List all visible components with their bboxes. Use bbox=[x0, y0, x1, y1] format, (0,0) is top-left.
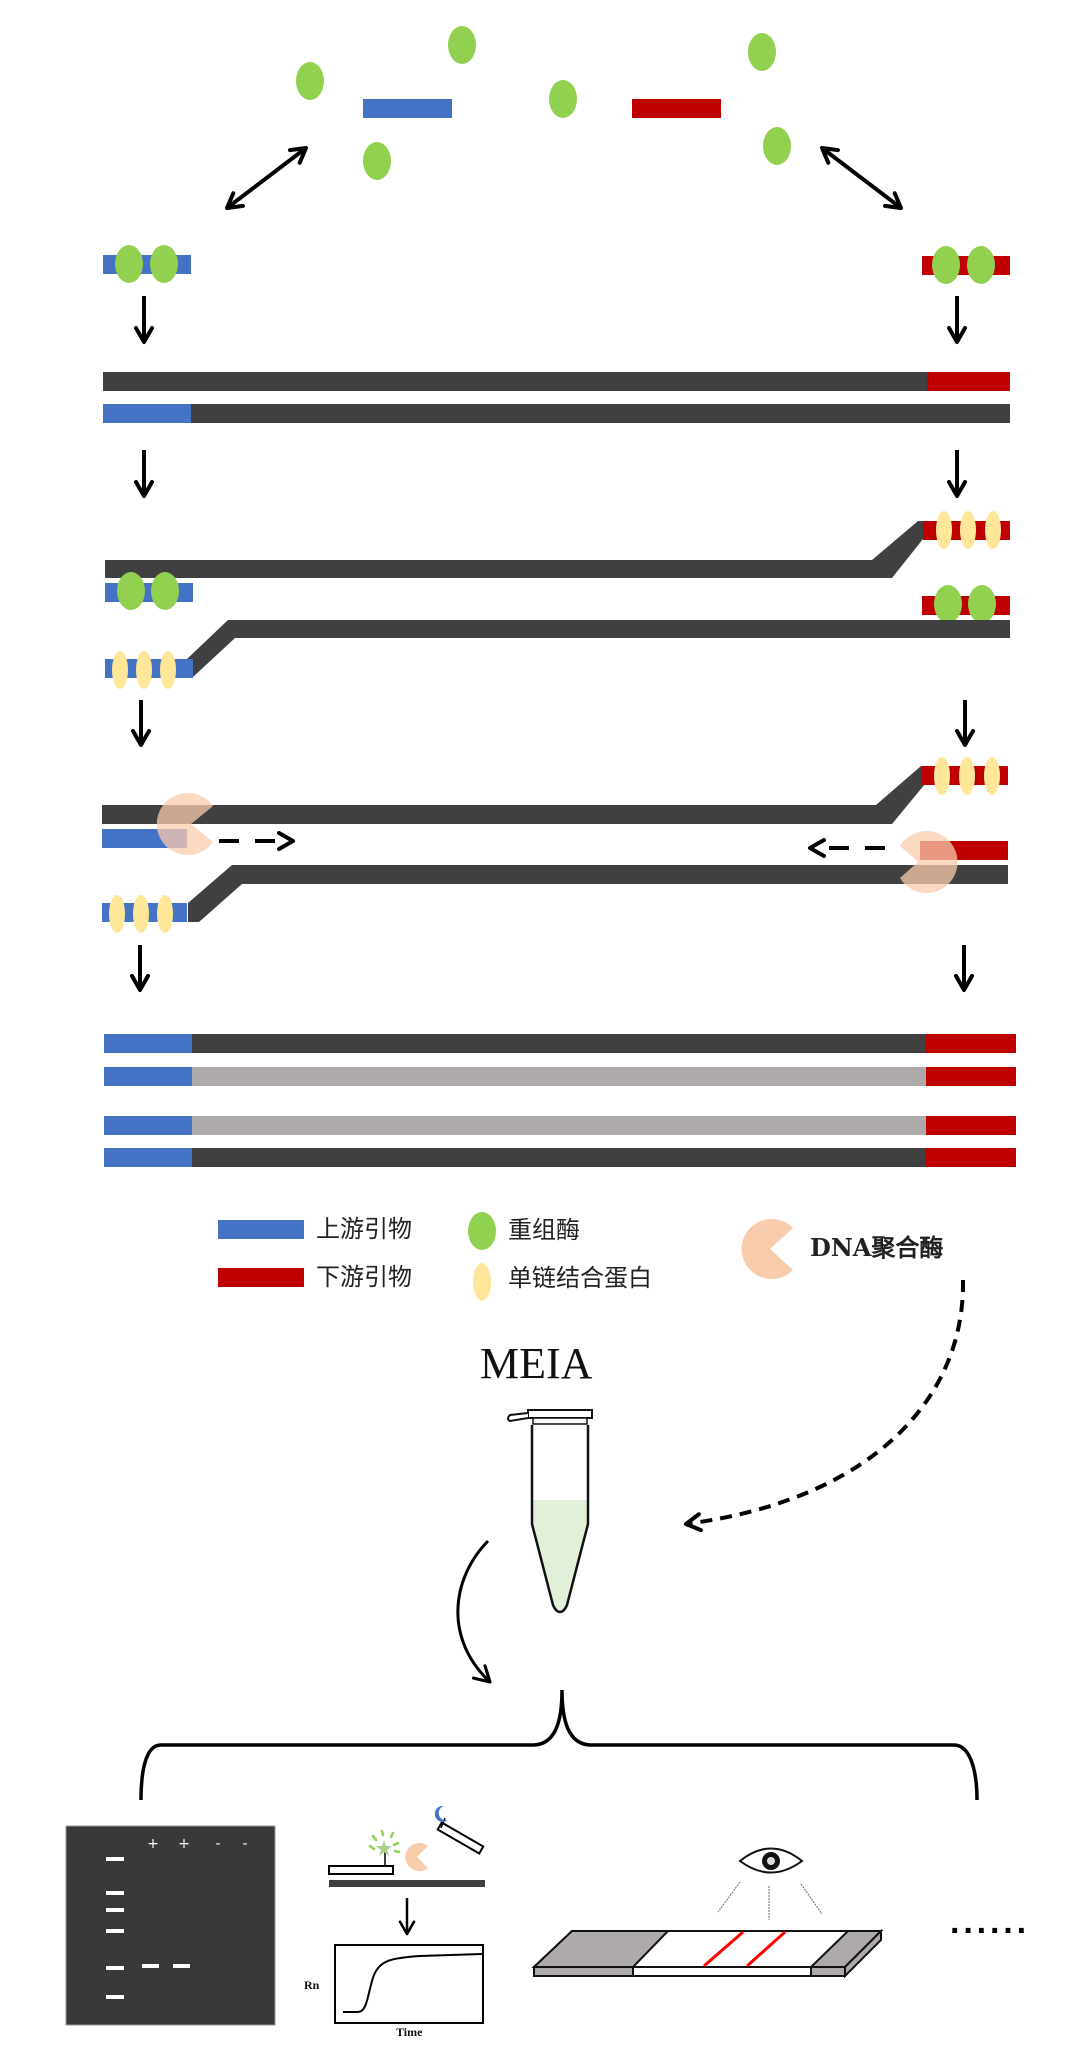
legend-polymerase-label: DNA聚合酶 bbox=[810, 1233, 944, 1262]
sample-band bbox=[142, 1964, 159, 1968]
tube-body bbox=[530, 1425, 590, 1614]
more-methods-ellipsis: ······ bbox=[950, 1912, 1030, 1950]
eye-icon bbox=[738, 1847, 804, 1874]
plot-x-label: Time bbox=[396, 2025, 423, 2039]
lane-label: - bbox=[215, 1836, 220, 1852]
double-arrow-left bbox=[225, 146, 308, 210]
double-arrow-right bbox=[820, 146, 903, 210]
ladder-band bbox=[106, 1929, 124, 1933]
tube-hinge bbox=[507, 1412, 529, 1423]
quencher-moon-icon bbox=[434, 1805, 448, 1822]
template-duplex bbox=[103, 372, 1010, 423]
lane-label: + bbox=[147, 1836, 159, 1852]
fluorophore-star-icon bbox=[376, 1840, 392, 1856]
legend-upstream-swatch bbox=[218, 1220, 304, 1239]
free-downstream-primer bbox=[632, 99, 721, 118]
tube-liquid bbox=[533, 1500, 587, 1611]
gel bbox=[65, 1825, 276, 2026]
downstream-primer-recombinase-complex bbox=[922, 246, 1010, 284]
lateral-flow-strip bbox=[531, 1847, 884, 1979]
template-bar bbox=[329, 1880, 485, 1887]
amplification-curve bbox=[343, 1953, 483, 2013]
free-recombinase bbox=[763, 127, 791, 165]
fluorescence-emission-icon bbox=[368, 1829, 401, 1854]
plot-y-label: Rn bbox=[304, 1978, 320, 1992]
lane-label: + bbox=[178, 1836, 190, 1852]
legend-downstream-swatch bbox=[218, 1268, 304, 1287]
legend bbox=[218, 1212, 793, 1301]
free-upstream-primer bbox=[363, 99, 452, 118]
polymerase-right bbox=[900, 830, 958, 893]
upstream-primer-recombinase-complex bbox=[103, 245, 191, 283]
polymerase-extension bbox=[102, 757, 1008, 933]
sample-band bbox=[173, 1964, 190, 1968]
tube-label: MEIA bbox=[480, 1339, 593, 1388]
free-recombinase bbox=[549, 80, 577, 118]
legend-downstream-primer-label: 下游引物 bbox=[316, 1263, 412, 1291]
ladder-band bbox=[106, 1891, 124, 1895]
free-recombinase bbox=[448, 26, 476, 64]
free-recombinase bbox=[748, 33, 776, 71]
probe-strand bbox=[328, 1865, 394, 1875]
strand-invasion bbox=[105, 511, 1010, 689]
legend-recombinase-label: 重组酶 bbox=[508, 1216, 580, 1244]
tube-cap bbox=[527, 1409, 593, 1419]
gel-electrophoresis: + + - - bbox=[65, 1825, 276, 2026]
free-recombinase bbox=[296, 62, 324, 100]
legend-ssb-icon bbox=[473, 1263, 491, 1301]
legend-upstream-primer-label: 上游引物 bbox=[316, 1215, 412, 1243]
legend-polymerase-icon bbox=[741, 1219, 793, 1280]
polymerase-left bbox=[156, 793, 213, 855]
brace bbox=[139, 1689, 979, 1801]
ladder-band bbox=[106, 1995, 124, 1999]
control-line bbox=[745, 1930, 787, 1968]
reaction-tube bbox=[507, 1409, 593, 1614]
exonuclease-pacman-icon bbox=[405, 1843, 428, 1871]
lane-label: - bbox=[242, 1836, 247, 1852]
fluorescence-detection bbox=[328, 1805, 485, 2024]
legend-recombinase-icon bbox=[468, 1212, 496, 1250]
amplification-plot bbox=[334, 1944, 484, 2024]
cleaved-quencher-fragment bbox=[436, 1821, 485, 1855]
test-line bbox=[703, 1930, 744, 1968]
legend-ssb-label: 单链结合蛋白 bbox=[508, 1264, 652, 1292]
free-recombinase bbox=[363, 142, 391, 180]
dashed-arrow-to-tube bbox=[684, 1279, 966, 1533]
ladder-band bbox=[106, 1908, 124, 1912]
ladder-band bbox=[106, 1857, 124, 1861]
amplified-products bbox=[104, 1034, 1016, 1167]
curved-arrow-to-detection bbox=[456, 1539, 492, 1684]
free-components bbox=[296, 26, 791, 180]
ladder-band bbox=[106, 1966, 124, 1970]
